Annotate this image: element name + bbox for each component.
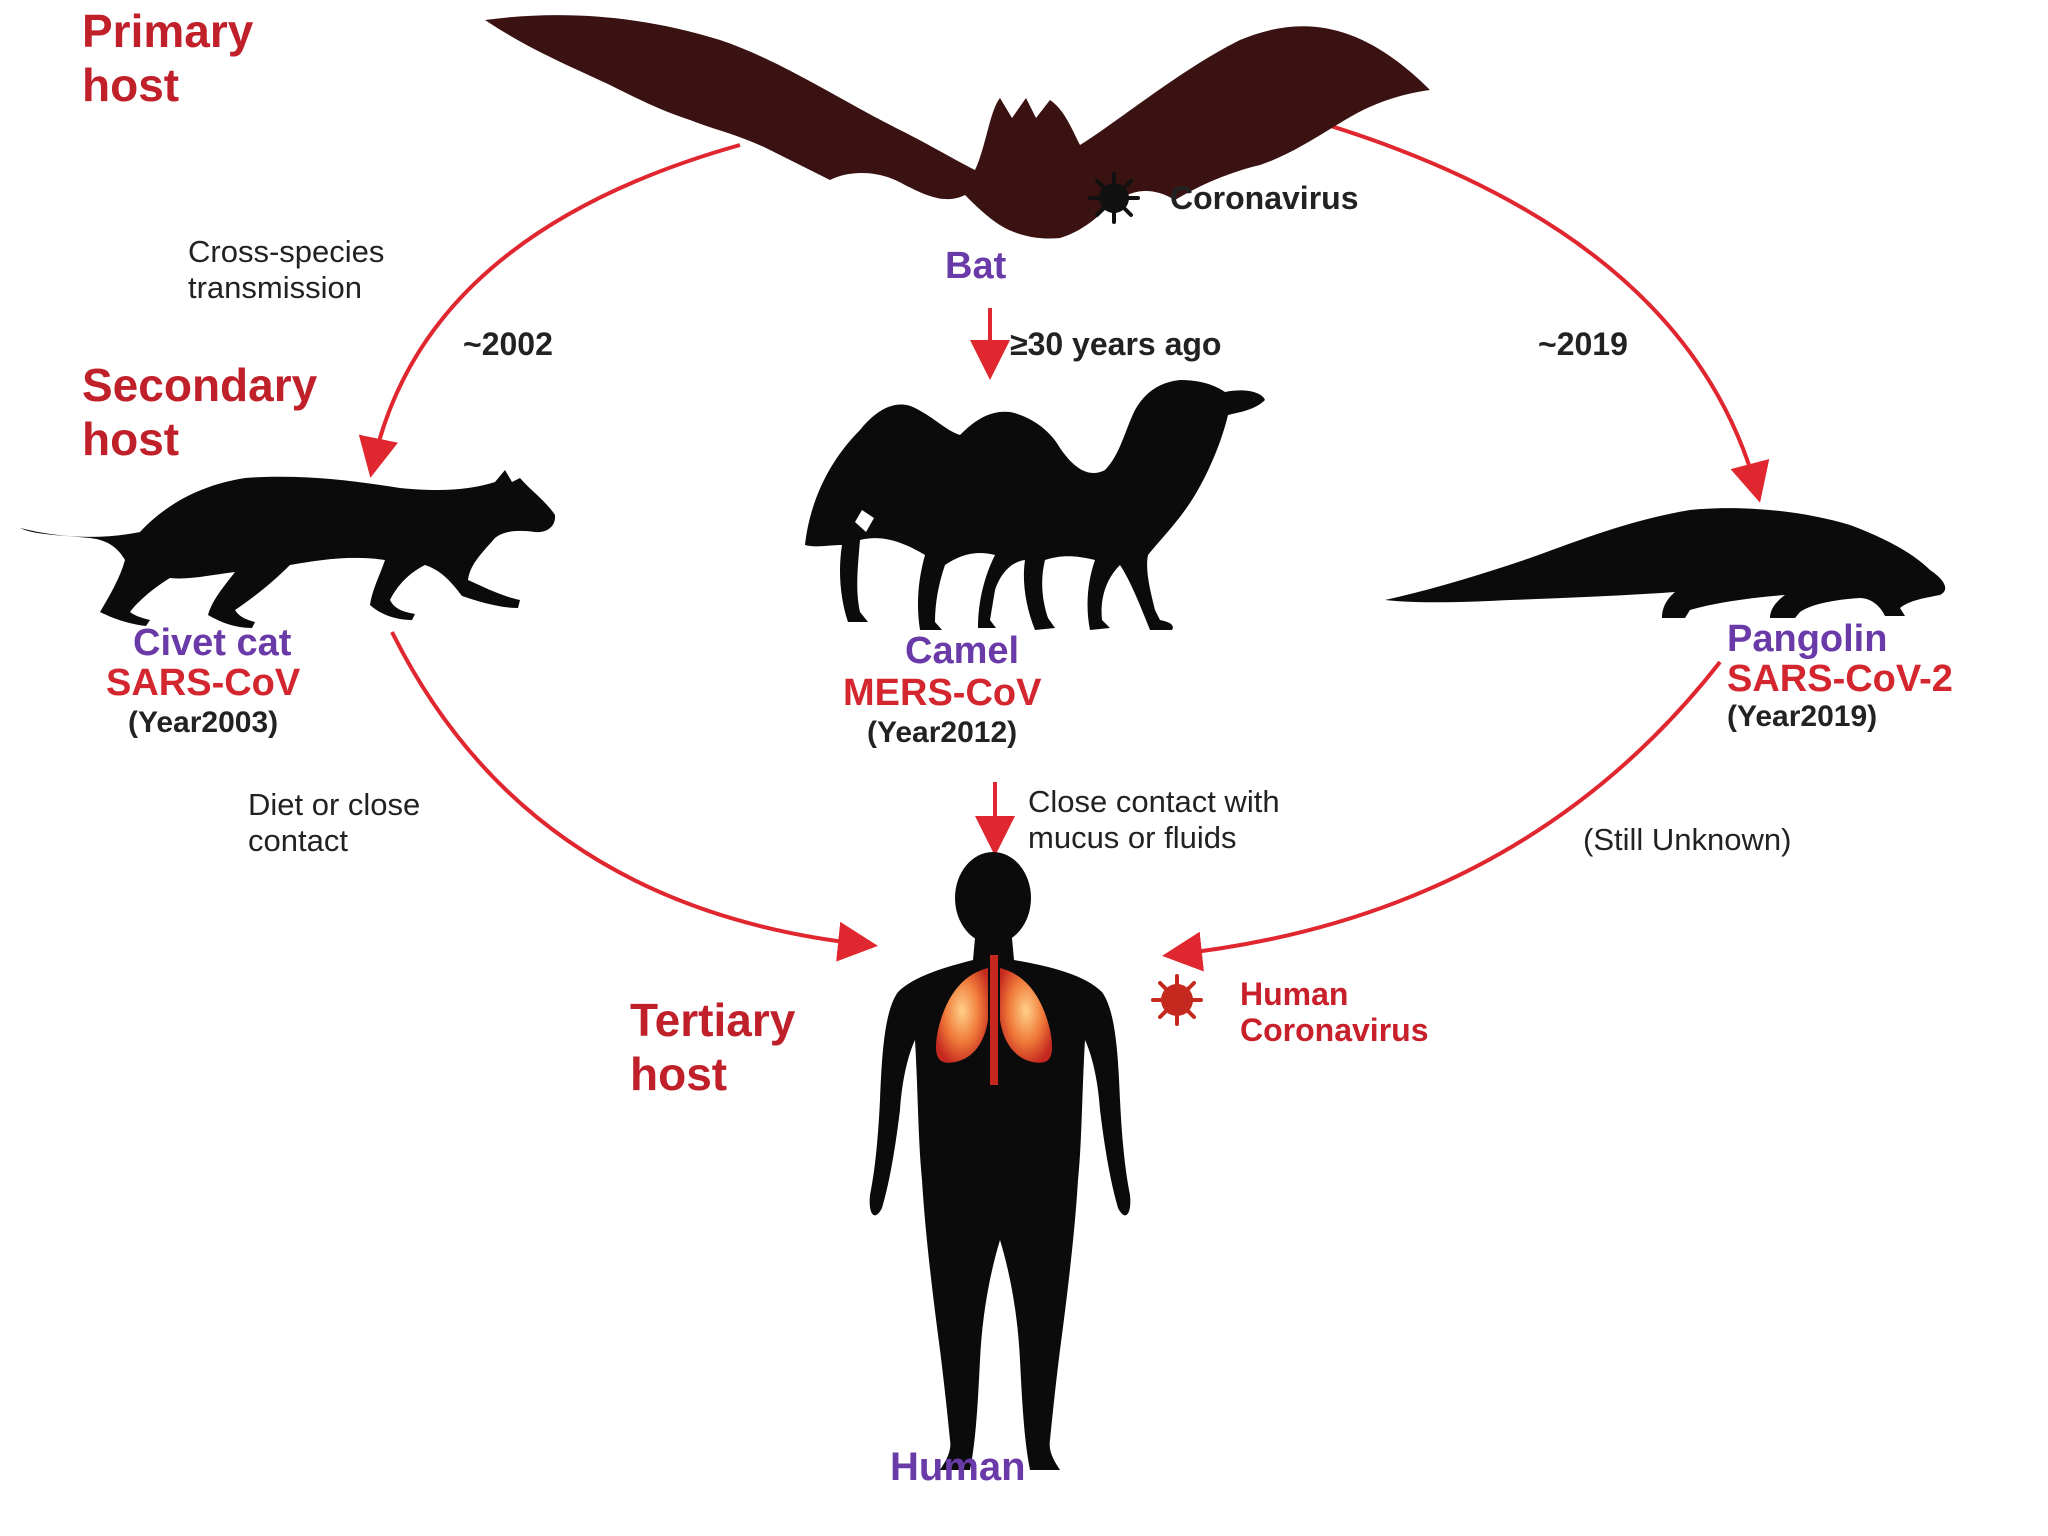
cross-species-label: Cross-species transmission bbox=[188, 234, 384, 306]
coronavirus-icon bbox=[1088, 172, 1140, 224]
tertiary-host-line-1: Tertiary bbox=[630, 994, 796, 1046]
primary-host-label: Primary host bbox=[82, 4, 253, 112]
civet-cat-name: Civet cat bbox=[133, 622, 292, 664]
arrow-bat-to-civet bbox=[358, 143, 741, 478]
arrow-civet-to-human bbox=[390, 631, 878, 962]
center-route-time: ≥30 years ago bbox=[1010, 326, 1222, 362]
left-route-time: ~2002 bbox=[463, 326, 553, 362]
tertiary-host-line-2: host bbox=[630, 1048, 728, 1100]
pangolin-silhouette bbox=[1385, 508, 1946, 618]
pangolin-name: Pangolin bbox=[1727, 618, 1888, 660]
human-coronavirus-label: Human Coronavirus bbox=[1240, 976, 1428, 1048]
arrow-bat-to-pangolin bbox=[1317, 120, 1770, 503]
human-coronavirus-icon bbox=[1151, 974, 1203, 1026]
human-coronavirus-line-2: Coronavirus bbox=[1240, 1012, 1429, 1048]
civet-transmission-line-2: contact bbox=[248, 823, 348, 858]
arrow-pangolin-to-human bbox=[1162, 660, 1722, 972]
camel-silhouette bbox=[805, 380, 1265, 630]
camel-transmission-line-2: mucus or fluids bbox=[1028, 820, 1237, 855]
bat-virus-label: Coronavirus bbox=[1170, 180, 1359, 216]
primary-host-line-1: Primary bbox=[82, 5, 254, 57]
pangolin-virus-label: SARS-CoV-2 bbox=[1727, 658, 1953, 700]
civet-transmission-line-1: Diet or close bbox=[248, 787, 421, 822]
camel-transmission-label: Close contact with mucus or fluids bbox=[1028, 784, 1280, 856]
camel-name: Camel bbox=[905, 630, 1020, 672]
civet-transmission-label: Diet or close contact bbox=[248, 787, 420, 859]
right-route-time: ~2019 bbox=[1538, 326, 1628, 362]
civet-year-label: (Year2003) bbox=[128, 706, 279, 739]
secondary-host-line-2: host bbox=[82, 413, 180, 465]
primary-host-line-2: host bbox=[82, 59, 180, 111]
cross-species-line-1: Cross-species bbox=[188, 234, 385, 269]
pangolin-year-label: (Year2019) bbox=[1727, 700, 1878, 733]
pangolin-transmission-label: (Still Unknown) bbox=[1583, 822, 1792, 857]
bat-silhouette bbox=[485, 15, 1430, 239]
civet-virus-label: SARS-CoV bbox=[106, 662, 301, 704]
camel-virus-label: MERS-CoV bbox=[843, 672, 1042, 714]
secondary-host-label: Secondary host bbox=[82, 358, 317, 466]
tertiary-host-label: Tertiary host bbox=[630, 993, 795, 1101]
cross-species-line-2: transmission bbox=[188, 270, 362, 305]
secondary-host-line-1: Secondary bbox=[82, 359, 318, 411]
camel-transmission-line-1: Close contact with bbox=[1028, 784, 1280, 819]
bat-name: Bat bbox=[945, 245, 1007, 287]
civet-cat-silhouette bbox=[20, 470, 556, 628]
lungs-organ bbox=[935, 955, 1053, 1085]
camel-year-label: (Year2012) bbox=[867, 716, 1018, 749]
human-coronavirus-line-1: Human bbox=[1240, 976, 1349, 1012]
human-name: Human bbox=[890, 1445, 1026, 1489]
human-silhouette bbox=[869, 852, 1131, 1470]
